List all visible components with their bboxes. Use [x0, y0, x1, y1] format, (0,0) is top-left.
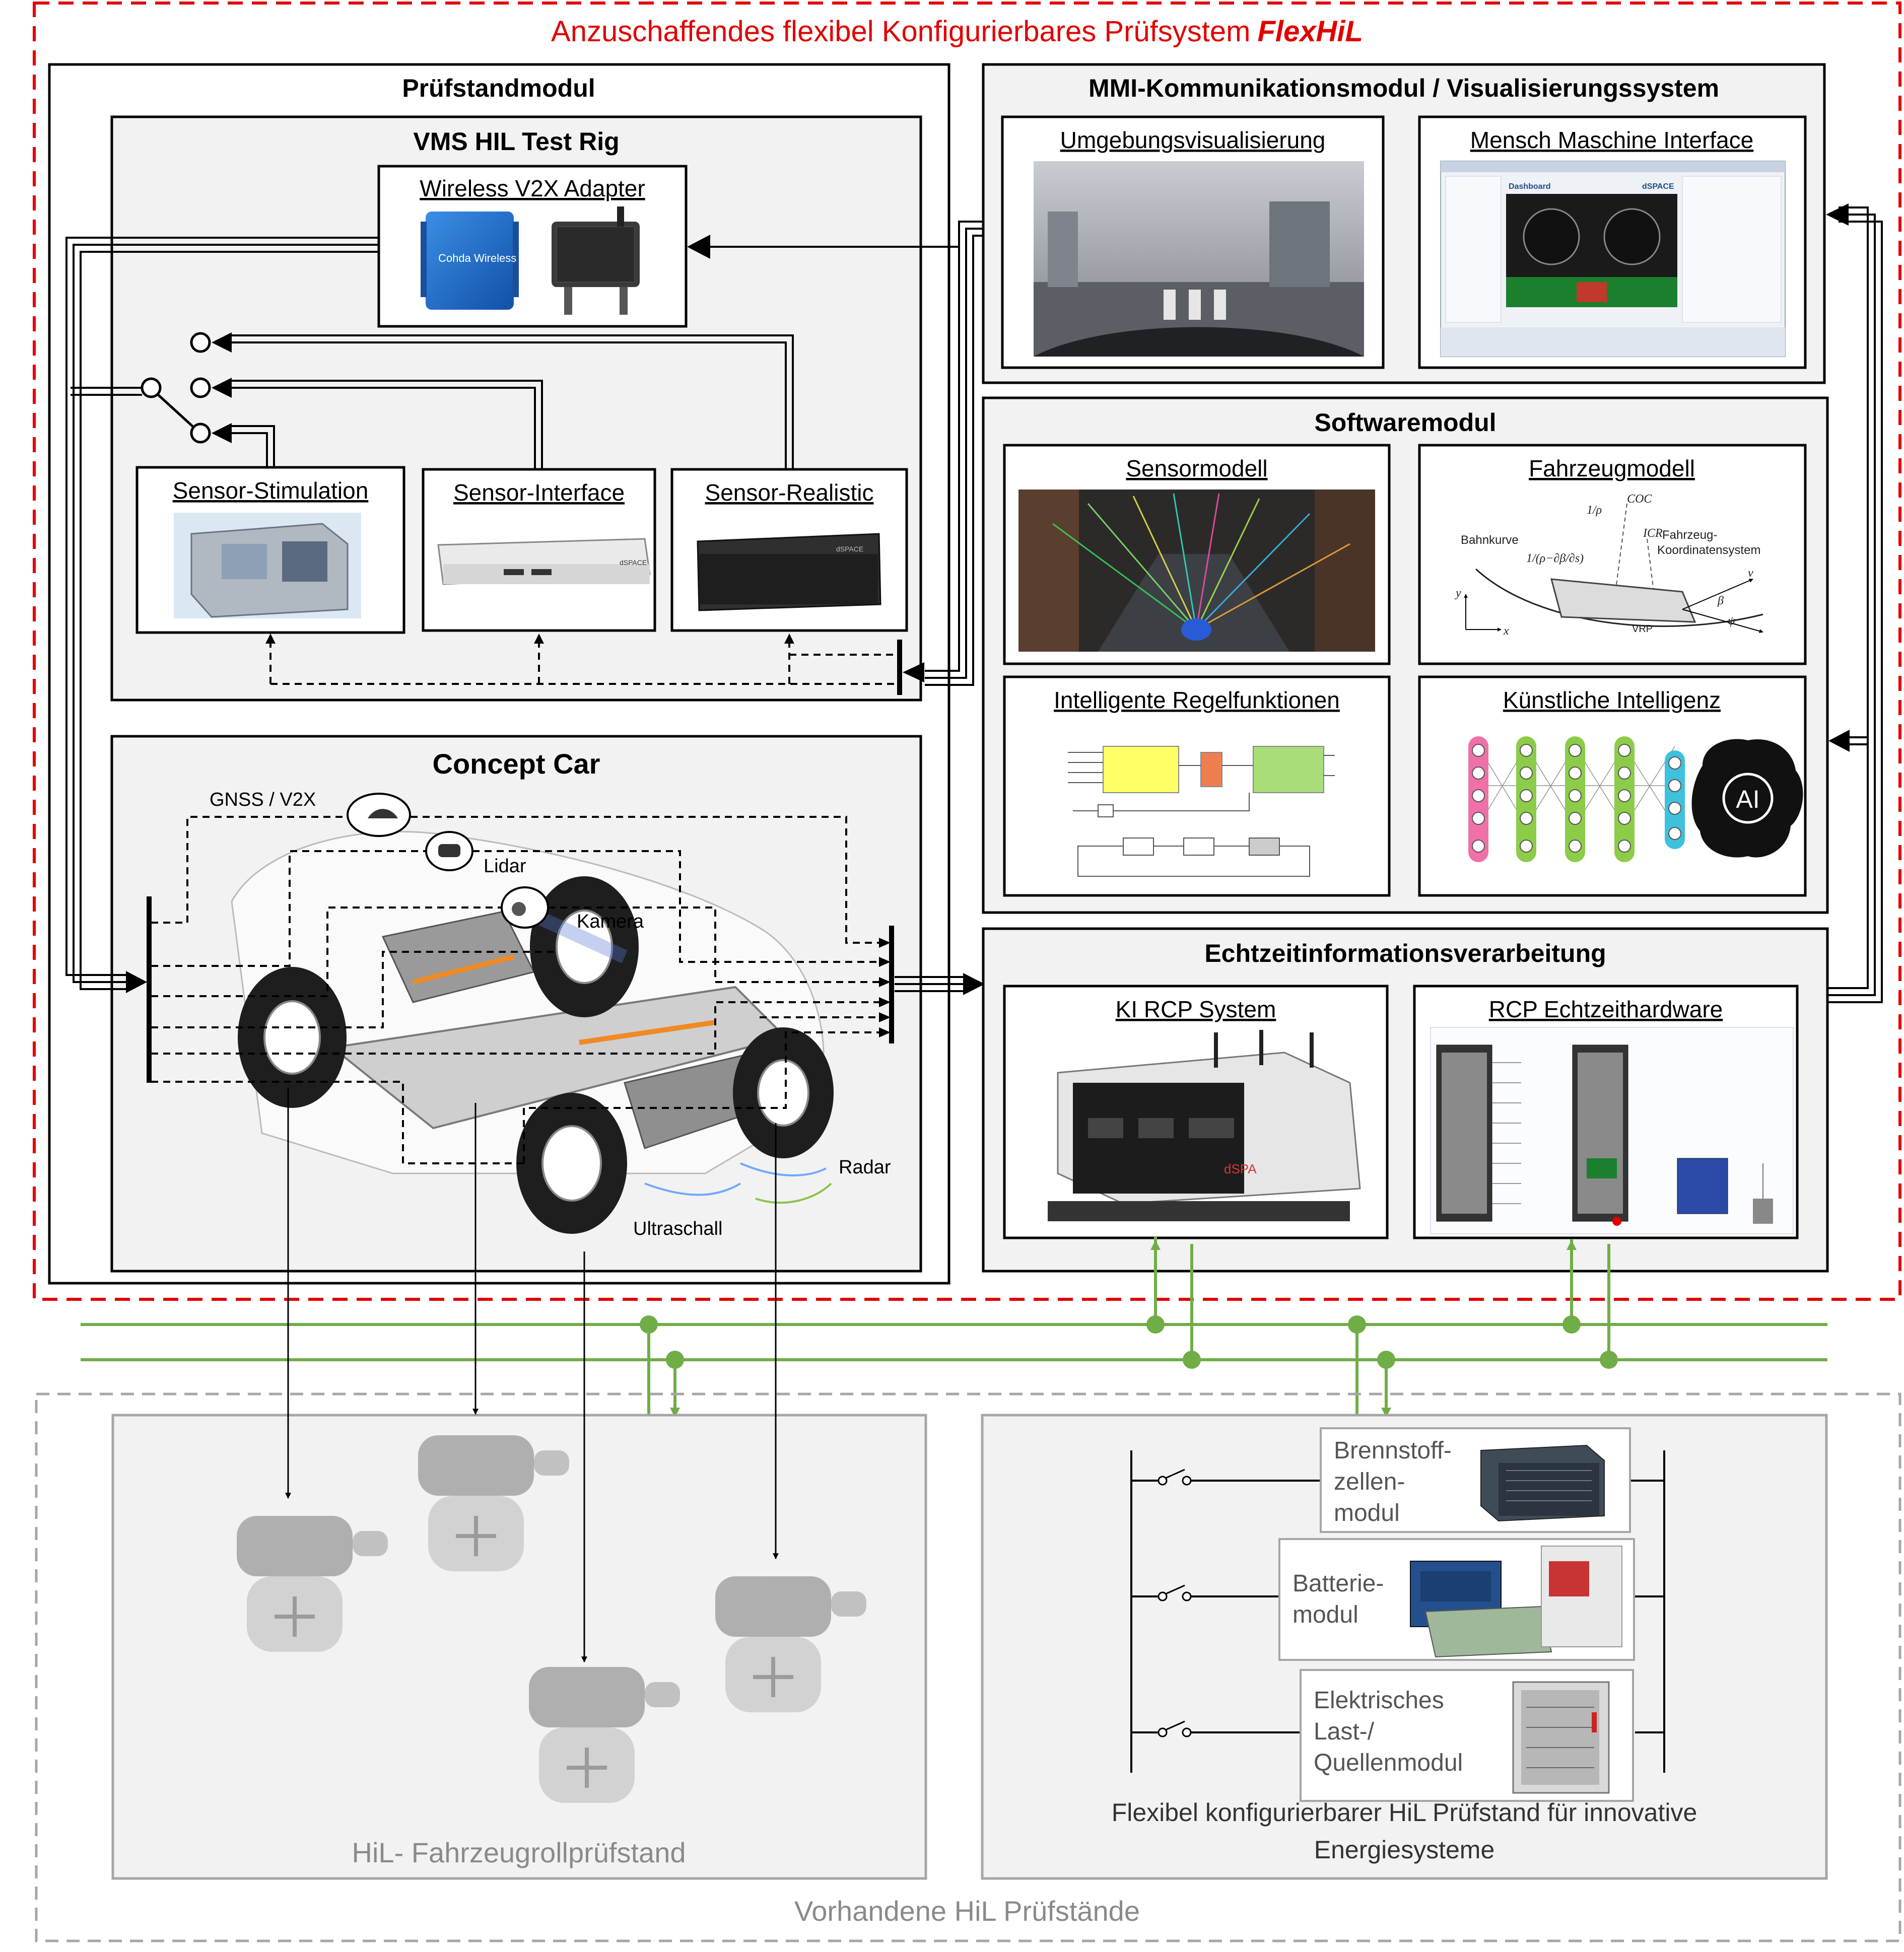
vms-dashed-arrowheads	[265, 634, 794, 644]
svg-text:AI: AI	[1736, 785, 1759, 813]
to-software-arrow	[1828, 730, 1850, 752]
hmi-screenshot-image: Dashboard dSPACE	[1440, 161, 1786, 357]
car-to-echtzeit-lines	[895, 976, 967, 992]
cohda-device-icon: Cohda Wireless	[421, 212, 519, 310]
sensor-stimulation-label: Sensor-Stimulation	[173, 477, 369, 504]
neural-network-image: AI	[1468, 736, 1803, 862]
fahrzeugmodell-label: Fahrzeugmodell	[1529, 455, 1695, 481]
switch-arrowheads	[212, 332, 232, 443]
sensor-realistic-device-image: dSPACE	[697, 533, 881, 611]
car-dashed-signals	[151, 816, 887, 1164]
radar-label: Radar	[839, 1157, 891, 1178]
black-v2x-unit-icon	[552, 206, 640, 315]
green-arrowheads	[670, 1240, 1577, 1418]
svg-text:dSPACE: dSPACE	[836, 545, 863, 553]
ultraschall-label: Ultraschall	[633, 1218, 722, 1239]
batterie-devices-image	[1410, 1546, 1622, 1658]
car-bus-arrow-left	[126, 971, 147, 993]
roller-unit-2	[418, 1435, 569, 1571]
umgebung-scene-image	[1034, 161, 1364, 357]
mmi-left-lines	[710, 221, 983, 686]
flexhil-frame	[33, 2, 1901, 1301]
rcp-hw-label: RCP Echtzeithardware	[1489, 996, 1723, 1022]
mmi-to-v2x-arrow	[687, 235, 710, 259]
svg-text:ICR: ICR	[1643, 527, 1663, 540]
elektrisch-label: Elektrisches Last-/ Quellenmodul	[1314, 1687, 1463, 1776]
energie-bus-lines	[1130, 1450, 1665, 1773]
mmi-title: MMI-Kommunikationsmodul / Visualisierung…	[1089, 74, 1719, 102]
svg-text:1/(ρ−∂β/∂s): 1/(ρ−∂β/∂s)	[1526, 552, 1584, 565]
vms-dashed-feedback	[269, 639, 897, 685]
batterie-label: Batterie- modul	[1293, 1570, 1391, 1628]
svg-text:dSPACE: dSPACE	[620, 559, 647, 567]
vms-bus-arrow	[903, 662, 924, 682]
sensor-realistic-label: Sensor-Realistic	[705, 479, 874, 506]
regel-block-diagram	[1068, 746, 1335, 877]
umgebung-label: Umgebungsvisualisierung	[1060, 127, 1326, 153]
concept-car-title: Concept Car	[433, 748, 600, 780]
energie-switches	[1158, 1469, 1192, 1737]
svg-text:Dashboard: Dashboard	[1509, 182, 1551, 191]
to-mmi-arrow	[1826, 203, 1849, 226]
existing-title: Vorhandene HiL Prüfstände	[794, 1895, 1140, 1927]
fahrzeugmodell-box	[1418, 444, 1807, 665]
wheel-to-roller-arrows	[285, 1088, 779, 1663]
left-triple-bus	[65, 237, 379, 990]
svg-text:β: β	[1717, 594, 1724, 607]
car-to-echtzeit-arrow	[963, 973, 985, 995]
sensormodell-scene-image	[1018, 490, 1375, 652]
svg-text:Fahrzeug-: Fahrzeug-	[1662, 528, 1717, 542]
sensor-to-switch-lines	[232, 334, 794, 469]
brennstoff-label: Brennstoff- zellen- modul	[1334, 1437, 1458, 1526]
rollpruefstand-label: HiL- Fahrzeugrollprüfstand	[352, 1837, 686, 1868]
svg-text:Koordinatensystem: Koordinatensystem	[1657, 543, 1760, 557]
concept-car-illustration	[231, 831, 834, 1234]
hmi-label: Mensch Maschine Interface	[1470, 127, 1754, 153]
svg-text:Bahnkurve: Bahnkurve	[1461, 533, 1519, 547]
roller-unit-1	[237, 1516, 388, 1652]
roller-unit-4	[715, 1576, 866, 1712]
svg-text:dSPA: dSPA	[1224, 1161, 1257, 1176]
sensormodell-label: Sensormodell	[1126, 455, 1267, 481]
stimulation-rack-image	[174, 513, 361, 618]
brennstoff-device-image	[1480, 1444, 1605, 1522]
svg-text:VRP: VRP	[1632, 623, 1653, 635]
roller-unit-3	[529, 1667, 680, 1803]
energie-label-1: Flexibel konfigurierbarer HiL Prüfstand …	[1112, 1798, 1697, 1827]
regel-box	[1003, 675, 1391, 897]
gnss-label: GNSS / V2X	[210, 789, 316, 810]
sensor-interface-device-image: dSPACE	[437, 538, 651, 585]
kamera-label: Kamera	[577, 911, 644, 932]
existing-frame	[35, 1392, 1901, 1942]
svg-text:COC: COC	[1627, 493, 1652, 506]
pruefstandmodul-title: Prüfstandmodul	[402, 74, 595, 102]
software-title: Softwaremodul	[1314, 408, 1496, 437]
svg-text:v: v	[1748, 567, 1753, 580]
elektrisch-cabinet-image	[1512, 1681, 1610, 1794]
ki-rcp-label: KI RCP System	[1116, 996, 1276, 1022]
green-bus	[81, 1237, 1827, 1415]
energie-label-2: Energiesysteme	[1314, 1836, 1495, 1864]
fahrzeugmodell-diagram: COC ICR 1/ρ 1/(ρ−∂β/∂s) Bahnkurve Fahrze…	[1455, 493, 1763, 638]
green-bus-nodes	[640, 1315, 1618, 1369]
v2x-adapter-label: Wireless V2X Adapter	[420, 175, 645, 201]
echtzeit-title: Echtzeitinformationsverarbeitung	[1204, 939, 1606, 967]
svg-text:dSPACE: dSPACE	[1642, 182, 1674, 191]
regel-label: Intelligente Regelfunktionen	[1054, 687, 1340, 713]
svg-text:x: x	[1503, 624, 1509, 638]
vms-title: VMS HIL Test Rig	[413, 127, 619, 156]
ki-label: Künstliche Intelligenz	[1503, 687, 1721, 713]
ki-rcp-device-image: dSPA	[1048, 1030, 1361, 1221]
svg-text:ψ: ψ	[1728, 614, 1736, 628]
svg-text:1/ρ: 1/ρ	[1587, 504, 1602, 517]
car-dashed-arrowheads	[879, 938, 891, 1037]
svg-text:y: y	[1455, 587, 1461, 600]
lidar-label: Lidar	[484, 856, 526, 877]
flexhil-title: Anzuschaffendes flexibel Konfigurierbare…	[551, 15, 1363, 48]
right-side-bus	[1827, 206, 1883, 1003]
rcp-rack-diagram	[1430, 1027, 1794, 1234]
sensor-interface-label: Sensor-Interface	[453, 479, 625, 506]
svg-text:Cohda Wireless: Cohda Wireless	[438, 252, 516, 264]
